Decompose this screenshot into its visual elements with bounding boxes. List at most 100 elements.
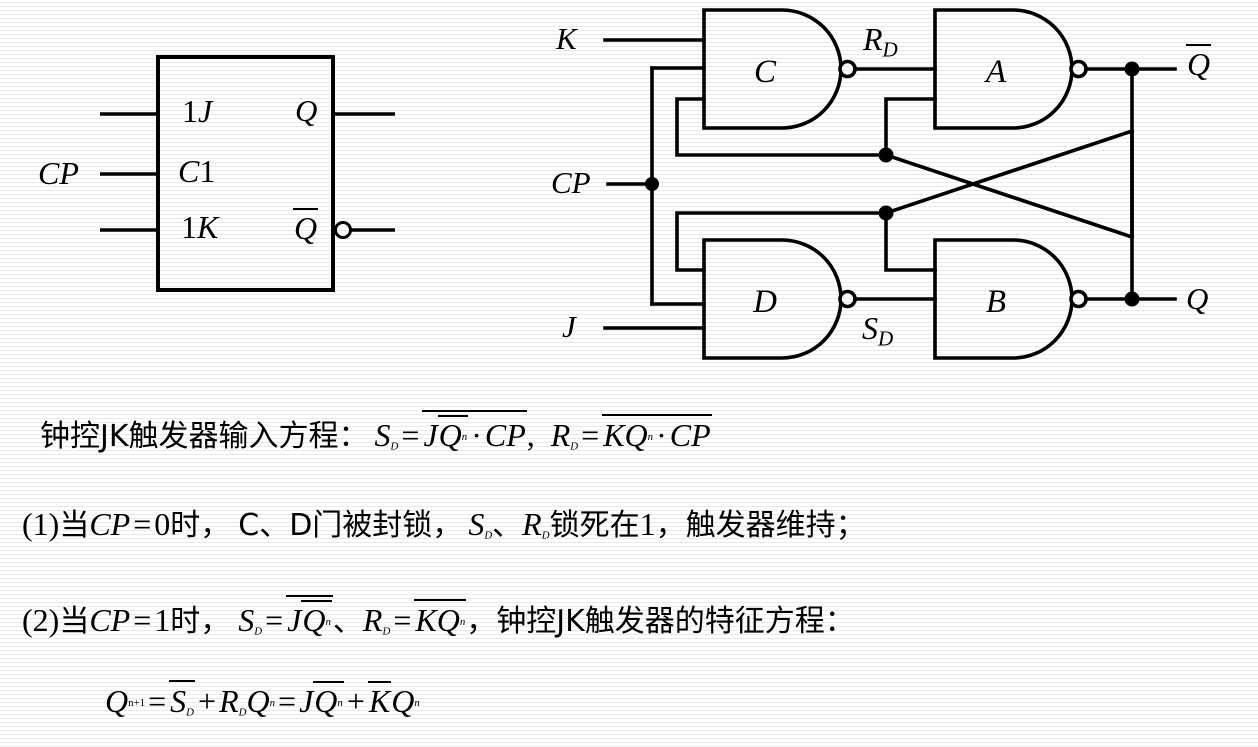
line1-eq2-k: K (603, 417, 625, 453)
line2-sd-sub: D (484, 529, 493, 542)
line1-eq1-cp: CP (484, 417, 526, 453)
line3-sd-base: S (238, 602, 255, 638)
gate-a-label: A (984, 54, 1007, 90)
line1-rd-base: R (550, 417, 571, 453)
line4-kq-exp: n (414, 697, 420, 710)
line1-eq2-q: Q (624, 417, 648, 453)
text-line-4: Qn+1=SD+RDQn=JQn+KQn (105, 680, 420, 720)
line2-t1: 当 (59, 508, 90, 543)
qbar-feedback-to-gate-d (675, 211, 888, 272)
circuit-qbar-label: Q (1186, 44, 1212, 83)
qbar-cross-diagonal (883, 152, 1135, 240)
q-output-junction-dot (1124, 291, 1140, 307)
line3-value: 1 (154, 602, 171, 638)
circuit-sd-label: SD (862, 310, 893, 351)
rd-base: R (863, 21, 883, 57)
line3-q: Q (302, 602, 326, 638)
line3-q2: Q (436, 602, 460, 638)
line4-q: Q (105, 683, 129, 719)
q-cross-diagonal (883, 128, 1135, 216)
line2-t5: ，触发器维持； (655, 508, 866, 543)
symbol-cp-label: CP (38, 155, 79, 191)
line2-eq: = (133, 506, 152, 542)
line1-eq2-q-exp: n (647, 431, 654, 444)
rd-subscript: D (882, 37, 898, 62)
nand-gate-circuit: C D A B (603, 8, 1177, 360)
symbol-label-q: Q (295, 93, 318, 128)
line4-rq: Q (246, 683, 270, 719)
circuit-j-label: J (562, 309, 576, 344)
line3-t1: 当 (59, 604, 90, 639)
lower-crossover-junction-dot (878, 205, 894, 221)
circuit-q-label: Q (1186, 281, 1209, 316)
line1-eq1-q-exp: n (461, 431, 468, 444)
line3-sep: 、 (332, 604, 363, 639)
line2-rd-sub: D (541, 529, 550, 542)
line4-plus2: + (346, 683, 365, 719)
line2-sep: 、 (492, 508, 523, 543)
line1-eq2-cp: CP (669, 417, 711, 453)
line3-q-exp: n (325, 616, 331, 629)
upper-crossover-junction-dot (878, 147, 894, 163)
line2-one: 1 (639, 506, 656, 542)
line1-sd-base: S (374, 417, 391, 453)
line3-cp: CP (89, 602, 131, 638)
gate-b-label: B (986, 284, 1006, 320)
line3-eq2: = (265, 602, 284, 638)
circuit-qbar-text: Q (1186, 44, 1212, 82)
line2-rd-base: R (522, 506, 542, 542)
line2-number: (1) (22, 506, 60, 542)
gate-d-inversion-bubble (838, 289, 857, 309)
line3-rd-overline: KQn (414, 599, 467, 638)
gate-c-label: C (754, 54, 777, 90)
sd-subscript: D (878, 326, 894, 351)
line4-jq: Q (314, 683, 338, 719)
q-feedback-to-gate-c (675, 97, 888, 157)
line1-rd-sub: D (570, 440, 579, 453)
line2-value: 0 (154, 506, 171, 542)
line4-k-overline: K (367, 681, 392, 719)
line4-j: J (299, 683, 314, 719)
line4-k: K (368, 683, 391, 719)
line3-sd-inner-overline: Qn (301, 600, 332, 636)
line3-sd-outer-overline: JQn (286, 595, 333, 636)
line4-rd-base: R (219, 683, 239, 719)
line2-sd-base: S (468, 506, 485, 542)
circuit-cp-label: CP (551, 165, 591, 200)
jk-flipflop-symbol (100, 55, 395, 292)
text-line-3: (2)当CP=1时，SD=JQn、RD=KQn，钟控JK触发器的特征方程： (22, 595, 855, 640)
gate-c-inversion-bubble (838, 59, 857, 79)
gate-d-label: D (752, 284, 777, 320)
symbol-label-c1: C1 (178, 153, 216, 189)
line2-cp: CP (89, 506, 131, 542)
line1-comma: , (526, 417, 535, 453)
text-line-2: (1)当CP=0时，C、D门被封锁，SD、RD锁死在1，触发器维持； (22, 500, 866, 544)
line1-lead: 钟控JK触发器输入方程： (40, 419, 369, 454)
line1-eq2-dot: · (656, 417, 667, 453)
line4-sd-base: S (170, 683, 187, 719)
gate-b-inversion-bubble (1069, 289, 1088, 309)
line2-t2: 时， (170, 508, 231, 543)
line3-sd-sub: D (254, 625, 263, 638)
line2-t4: 锁死在 (549, 508, 640, 543)
line3-number: (2) (22, 602, 60, 638)
line2-t3: C、D门被封锁， (238, 508, 463, 543)
line1-eq1-outer-overline: JQn·CP (422, 410, 527, 453)
symbol-label-1j: 1J (182, 93, 213, 129)
line4-sd-sub: D (186, 706, 195, 719)
line4-rd-sub: D (238, 706, 247, 719)
line1-sd-sub: D (390, 440, 399, 453)
figure-area: CP 1J C1 1K Q Q (38, 8, 1212, 360)
line4-eq: = (148, 683, 167, 719)
line3-t3: ，钟控JK触发器的特征方程： (466, 604, 855, 639)
qbar-inversion-bubble (334, 221, 352, 239)
sd-base: S (862, 310, 878, 346)
symbol-label-qbar-text: Q (293, 208, 319, 246)
gate-b-second-input (884, 211, 937, 272)
line1-eq2-sign: = (581, 417, 600, 453)
qbar-output-junction-dot (1124, 61, 1140, 77)
line4-sd-overline: SD (169, 680, 196, 719)
line3-rd-base: R (362, 602, 383, 638)
line4-jq-exp: n (337, 697, 343, 710)
line1-eq1-q: Q (438, 417, 462, 453)
